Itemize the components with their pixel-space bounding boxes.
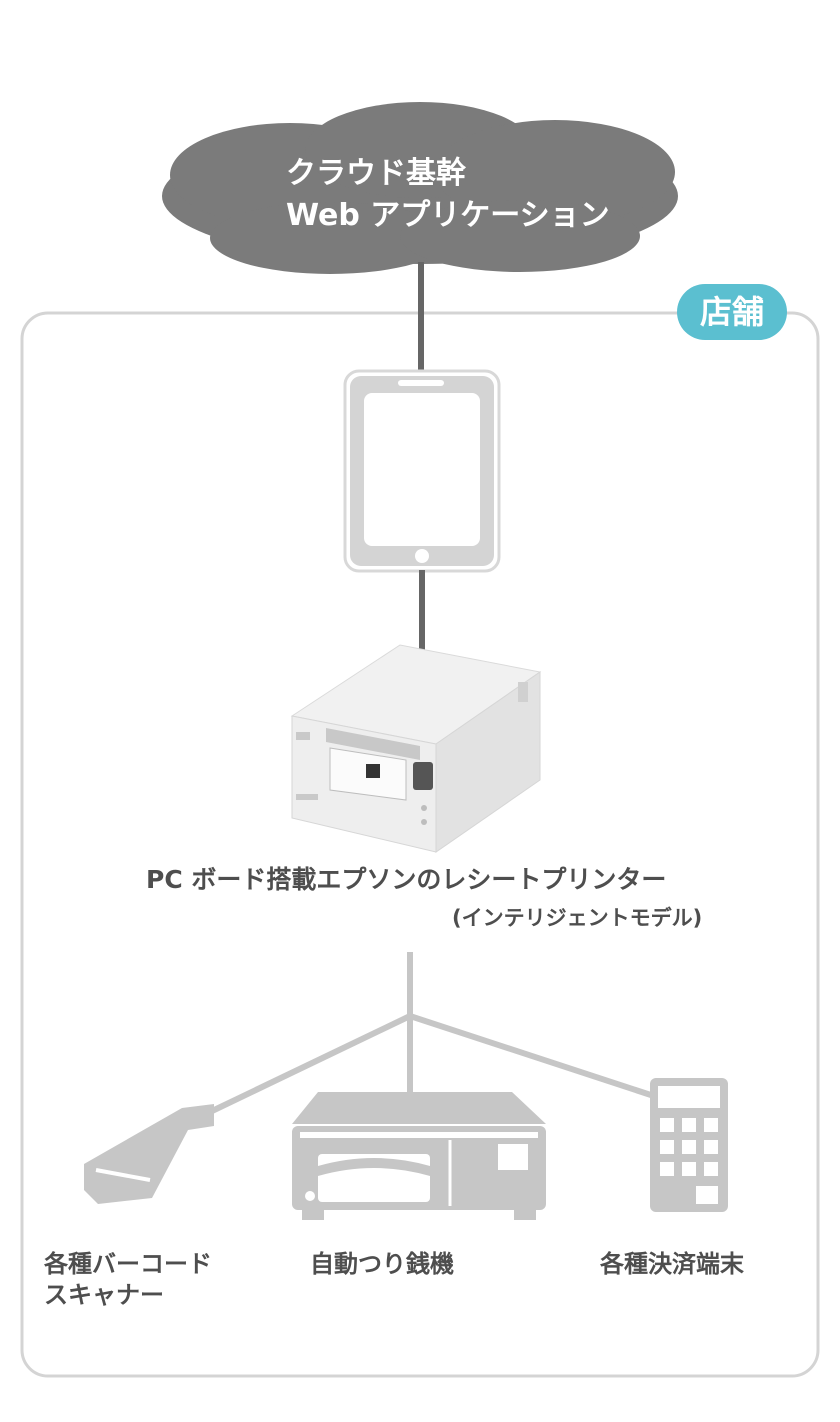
tablet-icon [343, 369, 501, 573]
changer-label: 自動つり銭機 [310, 1250, 454, 1278]
barcode-scanner-icon [84, 1104, 214, 1204]
printer-caption: PC ボード搭載エプソンのレシートプリンター [146, 865, 667, 894]
device-connectors [208, 952, 661, 1115]
cash-changer-icon [292, 1092, 546, 1220]
cloud-icon [162, 102, 678, 274]
printer-subcaption: (インテリジェントモデル) [452, 906, 703, 930]
cloud-label-line2: Web アプリケーション [286, 198, 610, 233]
scanner-label-line2: スキャナー [44, 1281, 164, 1309]
receipt-printer-icon [290, 644, 542, 853]
cloud-label-line1: クラウド基幹 [286, 156, 466, 191]
payment-terminal-icon [650, 1078, 728, 1212]
store-badge: 店舗 [677, 284, 787, 340]
payment-label: 各種決済端末 [600, 1250, 744, 1278]
scanner-label-line1: 各種バーコード [44, 1250, 212, 1278]
